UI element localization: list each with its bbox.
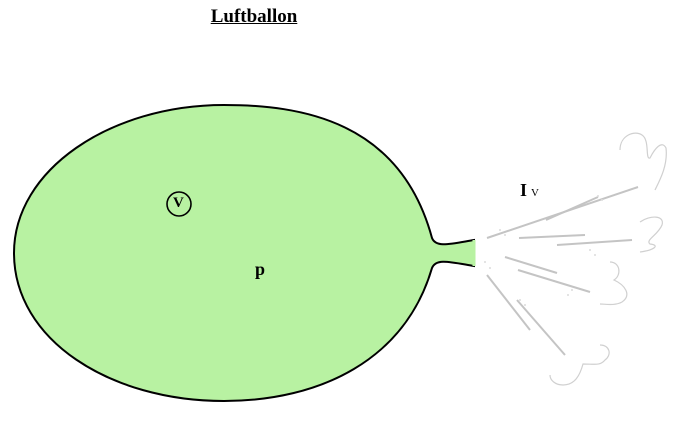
diagram-title: Luftballon — [210, 6, 298, 27]
flow-subscript: V — [531, 187, 539, 199]
air-stream-lines — [486, 186, 639, 356]
balloon-body — [12, 103, 475, 403]
pressure-label: p — [255, 259, 266, 279]
volume-circle — [166, 191, 192, 217]
air-spray-dots — [484, 195, 603, 306]
volume-label: V — [173, 195, 184, 211]
flow-symbol: I — [520, 180, 528, 200]
air-cloud-outlines — [549, 132, 667, 386]
